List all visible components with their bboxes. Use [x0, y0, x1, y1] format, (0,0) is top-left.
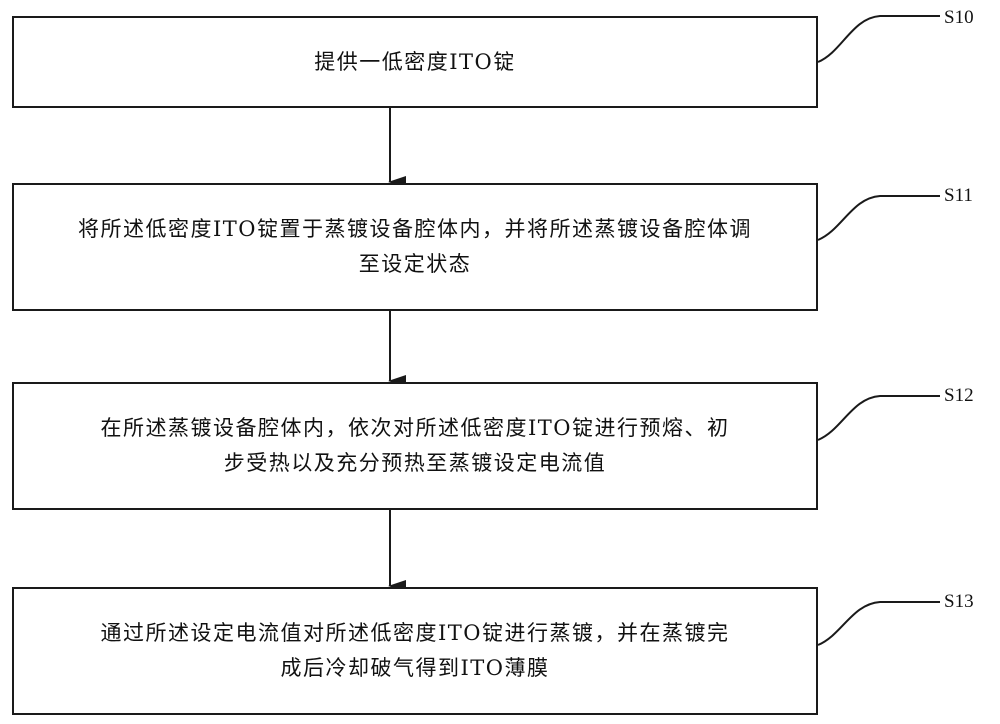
step-box-s11: 将所述低密度ITO锭置于蒸镀设备腔体内，并将所述蒸镀设备腔体调 至设定状态	[12, 183, 818, 311]
step-text-line: 在所述蒸镀设备腔体内，依次对所述低密度ITO锭进行预熔、初	[100, 416, 730, 440]
step-text-line: 成后冷却破气得到ITO薄膜	[280, 656, 550, 680]
step-text-s10: 提供一低密度ITO锭	[314, 45, 516, 80]
step-text-s11: 将所述低密度ITO锭置于蒸镀设备腔体内，并将所述蒸镀设备腔体调 至设定状态	[78, 212, 752, 282]
leader-line-s10	[817, 15, 940, 63]
step-text-s13: 通过所述设定电流值对所述低密度ITO锭进行蒸镀，并在蒸镀完 成后冷却破气得到IT…	[100, 616, 729, 686]
step-text-line: 步受热以及充分预热至蒸镀设定电流值	[223, 451, 607, 475]
leader-line-s13	[817, 601, 940, 646]
step-text-line: 至设定状态	[358, 252, 472, 276]
step-label-s12: S12	[944, 385, 974, 406]
step-label-s10: S10	[944, 7, 974, 28]
step-label-s11: S11	[944, 185, 973, 206]
leader-line-s12	[817, 395, 940, 441]
step-box-s10: 提供一低密度ITO锭	[12, 16, 818, 108]
step-text-line: 通过所述设定电流值对所述低密度ITO锭进行蒸镀，并在蒸镀完	[100, 621, 730, 645]
step-box-s13: 通过所述设定电流值对所述低密度ITO锭进行蒸镀，并在蒸镀完 成后冷却破气得到IT…	[12, 587, 818, 715]
leader-line-s11	[817, 195, 940, 241]
step-label-s13: S13	[944, 591, 974, 612]
step-text-line: 提供一低密度ITO锭	[314, 49, 516, 74]
step-text-s12: 在所述蒸镀设备腔体内，依次对所述低密度ITO锭进行预熔、初 步受热以及充分预热至…	[100, 411, 729, 481]
step-text-line: 将所述低密度ITO锭置于蒸镀设备腔体内，并将所述蒸镀设备腔体调	[77, 217, 753, 241]
step-box-s12: 在所述蒸镀设备腔体内，依次对所述低密度ITO锭进行预熔、初 步受热以及充分预热至…	[12, 382, 818, 510]
